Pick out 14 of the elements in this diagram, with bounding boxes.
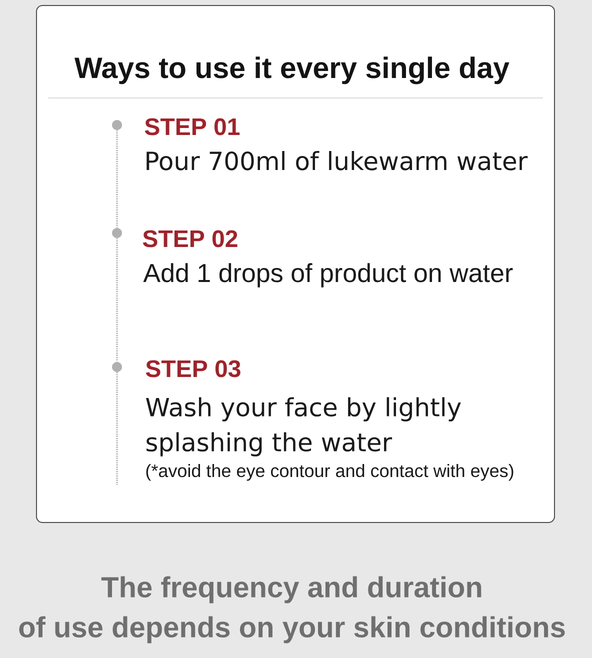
timeline-dot	[112, 362, 122, 372]
caption: The frequency and duration of use depends on your skin conditions	[19, 576, 565, 644]
heading: Ways to use it every single day	[74, 56, 510, 84]
timeline-line	[116, 130, 118, 228]
step-text: Add 1 drops of product on water	[143, 263, 513, 288]
timeline-dot	[112, 120, 122, 130]
note-text: (*avoid the eye contour and contact with eyes)	[146, 464, 514, 481]
step-text: Wash your face by lightly splashing the water	[146, 397, 461, 456]
timeline-line	[116, 238, 118, 362]
step-label: STEP 01	[144, 118, 240, 136]
step-label: STEP 02	[142, 230, 238, 248]
step-label: STEP 03	[146, 360, 240, 378]
step-text: Pour 700ml of lukewarm water	[146, 151, 528, 170]
timeline-dot	[112, 228, 122, 238]
